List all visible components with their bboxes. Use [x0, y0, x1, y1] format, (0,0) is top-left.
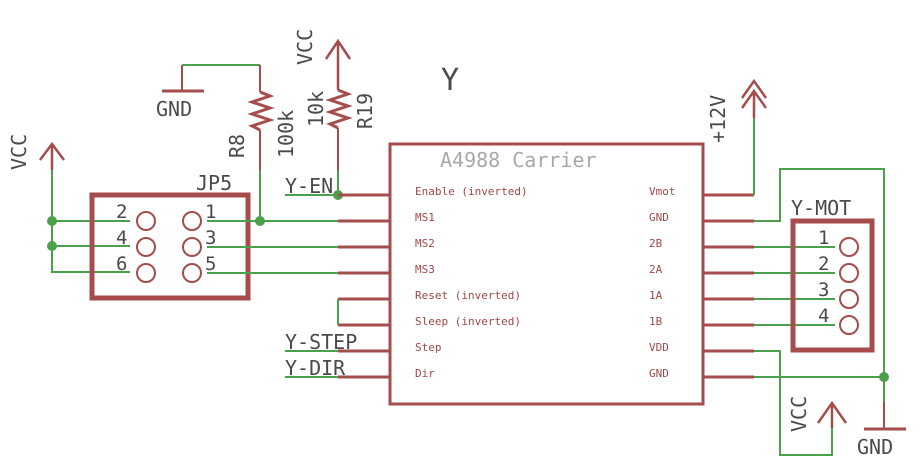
y-mot-pad	[839, 263, 859, 283]
y-mot-pin-label: 3	[818, 279, 829, 301]
jp5-pad	[182, 211, 202, 231]
net-label-y-dir: Y-DIR	[285, 356, 346, 380]
y-mot-pad	[839, 237, 859, 257]
jp5-pin-label: 1	[205, 201, 216, 223]
jp5-pad	[182, 263, 202, 283]
chip-pin-label: Sleep (inverted)	[415, 315, 521, 328]
net-label-y-step: Y-STEP	[285, 330, 357, 354]
chip-title: A4988 Carrier	[440, 148, 597, 172]
chip-pin-label: Vmot	[649, 185, 676, 198]
jp5-pin-label: 4	[116, 227, 127, 249]
gnd-symbol-top: GND	[156, 65, 204, 121]
jp5-pin-label: 2	[116, 201, 127, 223]
y-mot-pad	[839, 289, 859, 309]
v12-supply-symbol: +12V	[706, 78, 768, 143]
chip-pin-label: 1A	[649, 289, 663, 302]
gnd-top-label: GND	[156, 97, 192, 121]
jp5-pad	[136, 263, 156, 283]
vcc-symbol-bottom: VCC	[787, 396, 848, 432]
jp5-pin-label: 6	[116, 253, 127, 275]
junction	[47, 216, 57, 226]
chip-pin-label: Step	[415, 341, 442, 354]
chip-pin-label: GND	[649, 367, 669, 380]
jp5-header[interactable]: JP5 2 4 6 1 3 5	[89, 171, 251, 301]
a4988-carrier-chip[interactable]: A4988 Carrier Enable (inverted) MS1 MS2 …	[338, 142, 754, 406]
chip-pin-label: MS2	[415, 237, 435, 250]
jp5-pad	[136, 237, 156, 257]
junction	[47, 241, 57, 251]
gnd-symbol-bottom: GND	[857, 402, 906, 459]
resistor-r8[interactable]: R8 100k	[225, 65, 298, 170]
vcc-bottom-label: VCC	[787, 396, 811, 432]
chip-pin-label: MS3	[415, 263, 435, 276]
v12-label: +12V	[706, 95, 730, 143]
jp5-pad	[182, 237, 202, 257]
r8-value: 100k	[274, 110, 298, 158]
r8-name: R8	[225, 134, 249, 158]
jp5-name: JP5	[196, 171, 232, 195]
vcc-symbol-left: VCC	[7, 134, 65, 170]
chip-pin-label: 2B	[649, 237, 663, 250]
sheet-label: Y	[441, 63, 459, 98]
y-mot-connector[interactable]: Y-MOT 1 2 3 4	[790, 196, 875, 353]
chip-pin-label: Dir	[415, 367, 435, 380]
junction	[879, 372, 889, 382]
r19-value: 10k	[304, 91, 328, 127]
jp5-pad	[136, 211, 156, 231]
chip-pin-label: MS1	[415, 211, 435, 224]
y-mot-pin-label: 4	[818, 305, 829, 327]
y-mot-pad	[839, 315, 859, 335]
r19-name: R19	[353, 93, 377, 129]
jp5-pin-label: 5	[205, 253, 216, 275]
chip-pin-label: Reset (inverted)	[415, 289, 521, 302]
resistor-r19[interactable]: 10k R19	[304, 88, 377, 170]
y-mot-pin-label: 2	[818, 253, 829, 275]
net-label-y-en: Y-EN	[285, 174, 333, 198]
jp5-pin-label: 3	[205, 227, 216, 249]
vcc-top-label: VCC	[293, 29, 317, 65]
chip-pin-label: VDD	[649, 341, 669, 354]
chip-pin-label: GND	[649, 211, 669, 224]
chip-pin-label: 2A	[649, 263, 663, 276]
vcc-left-label: VCC	[7, 134, 31, 170]
chip-pin-label: 1B	[649, 315, 663, 328]
chip-pin-label: Enable (inverted)	[415, 185, 528, 198]
vcc-symbol-top: VCC	[293, 29, 352, 90]
gnd-bottom-label: GND	[857, 435, 893, 459]
y-mot-pin-label: 1	[818, 227, 829, 249]
y-mot-name: Y-MOT	[791, 196, 851, 220]
